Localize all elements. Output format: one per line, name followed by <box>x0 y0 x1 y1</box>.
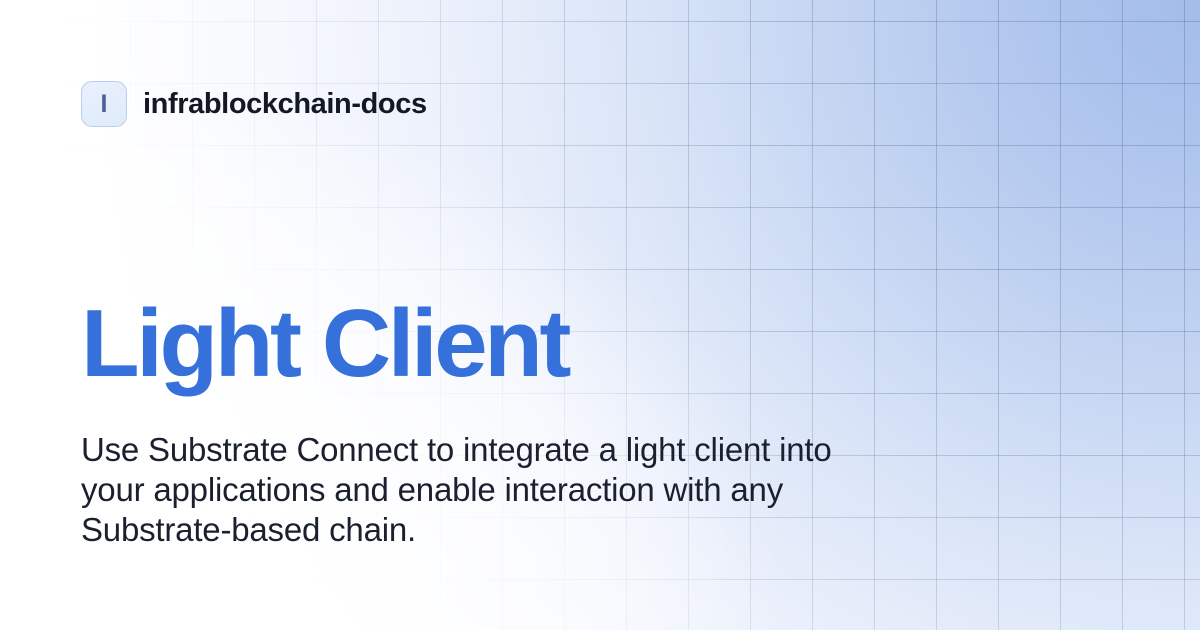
page-description: Use Substrate Connect to integrate a lig… <box>81 431 832 548</box>
infrablockchain-logo-icon: I <box>81 81 127 127</box>
logo-glyph: I <box>100 89 108 118</box>
page-title: Light Client <box>81 290 572 397</box>
brand-lockup: I infrablockchain-docs <box>81 81 427 127</box>
brand-name: infrablockchain-docs <box>143 87 427 120</box>
